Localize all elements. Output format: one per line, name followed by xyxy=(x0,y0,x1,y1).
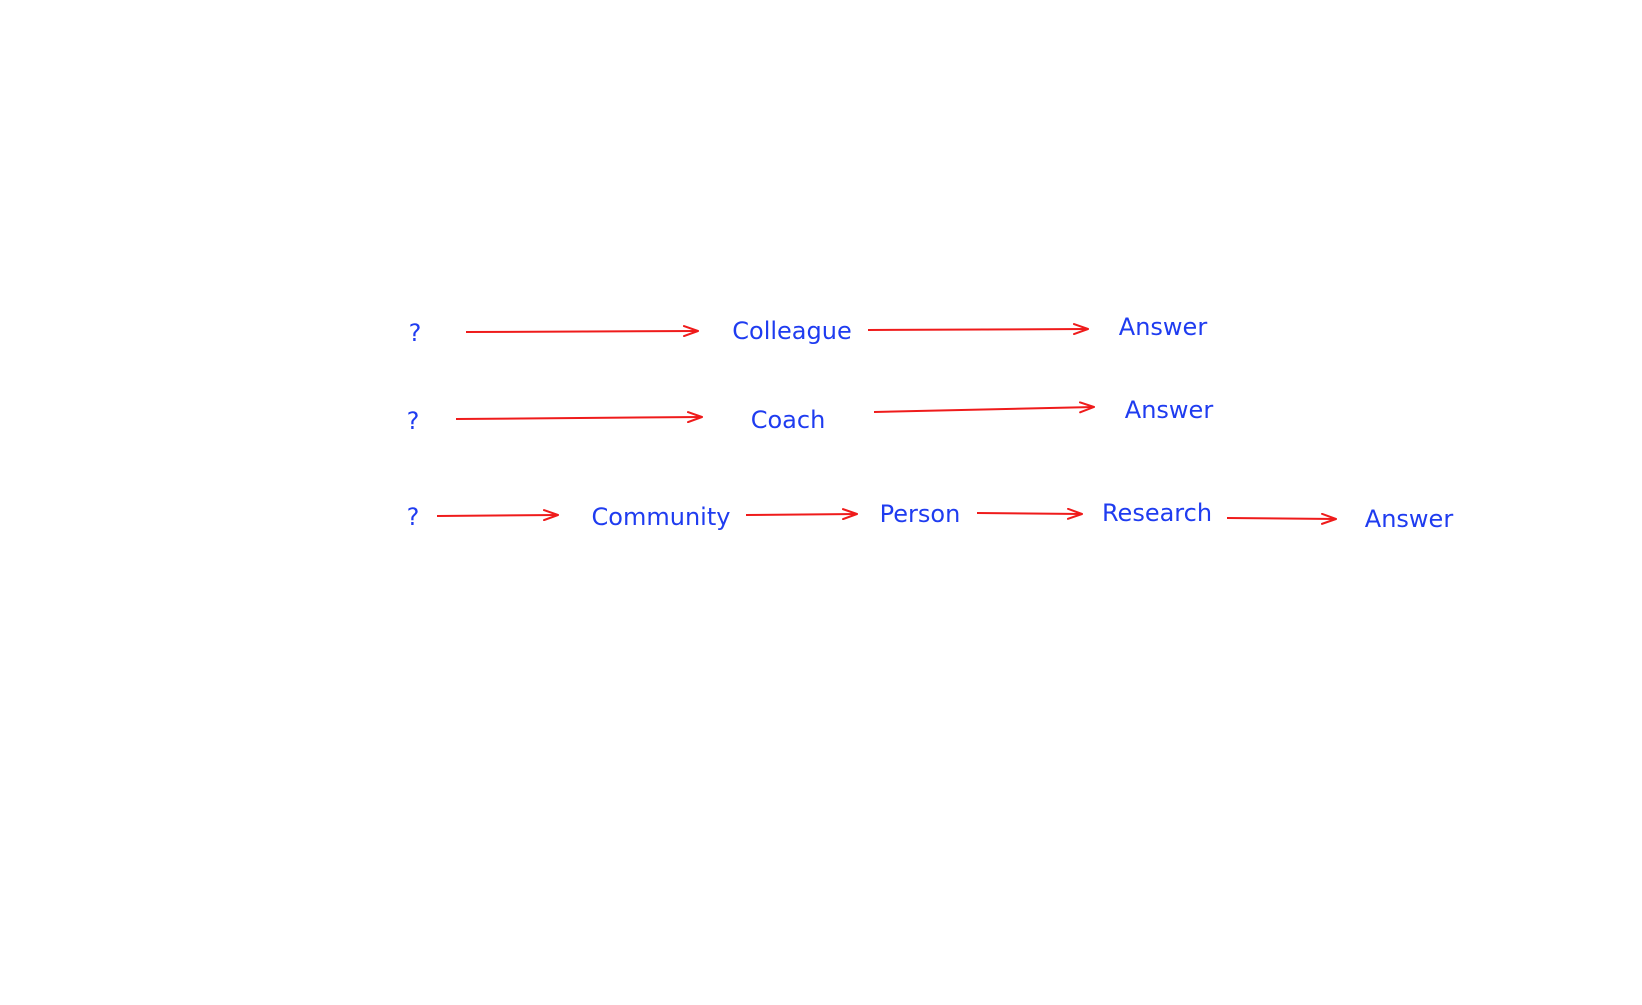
arrow-colleague-to-answer xyxy=(867,323,1089,336)
row3-community-label: Community xyxy=(591,503,731,531)
arrow-research-to-answer xyxy=(1226,512,1337,525)
arrow-question-to-colleague xyxy=(465,325,699,338)
arrow-question-to-coach xyxy=(455,411,703,424)
row3-person-label: Person xyxy=(879,500,961,528)
row3-research-label: Research xyxy=(1101,499,1213,527)
row1-colleague-label: Colleague xyxy=(732,317,852,345)
row3-answer-label: Answer xyxy=(1364,505,1454,533)
row1-question-label: ? xyxy=(408,319,422,347)
row2-question-label: ? xyxy=(406,407,420,435)
arrow-community-to-person xyxy=(745,508,858,521)
arrow-coach-to-answer xyxy=(873,401,1095,414)
arrow-question-to-community xyxy=(436,509,559,522)
row2-coach-label: Coach xyxy=(750,406,826,434)
row2-answer-label: Answer xyxy=(1124,396,1214,424)
row3-question-label: ? xyxy=(406,503,420,531)
row1-answer-label: Answer xyxy=(1118,313,1208,341)
arrow-person-to-research xyxy=(976,507,1083,520)
